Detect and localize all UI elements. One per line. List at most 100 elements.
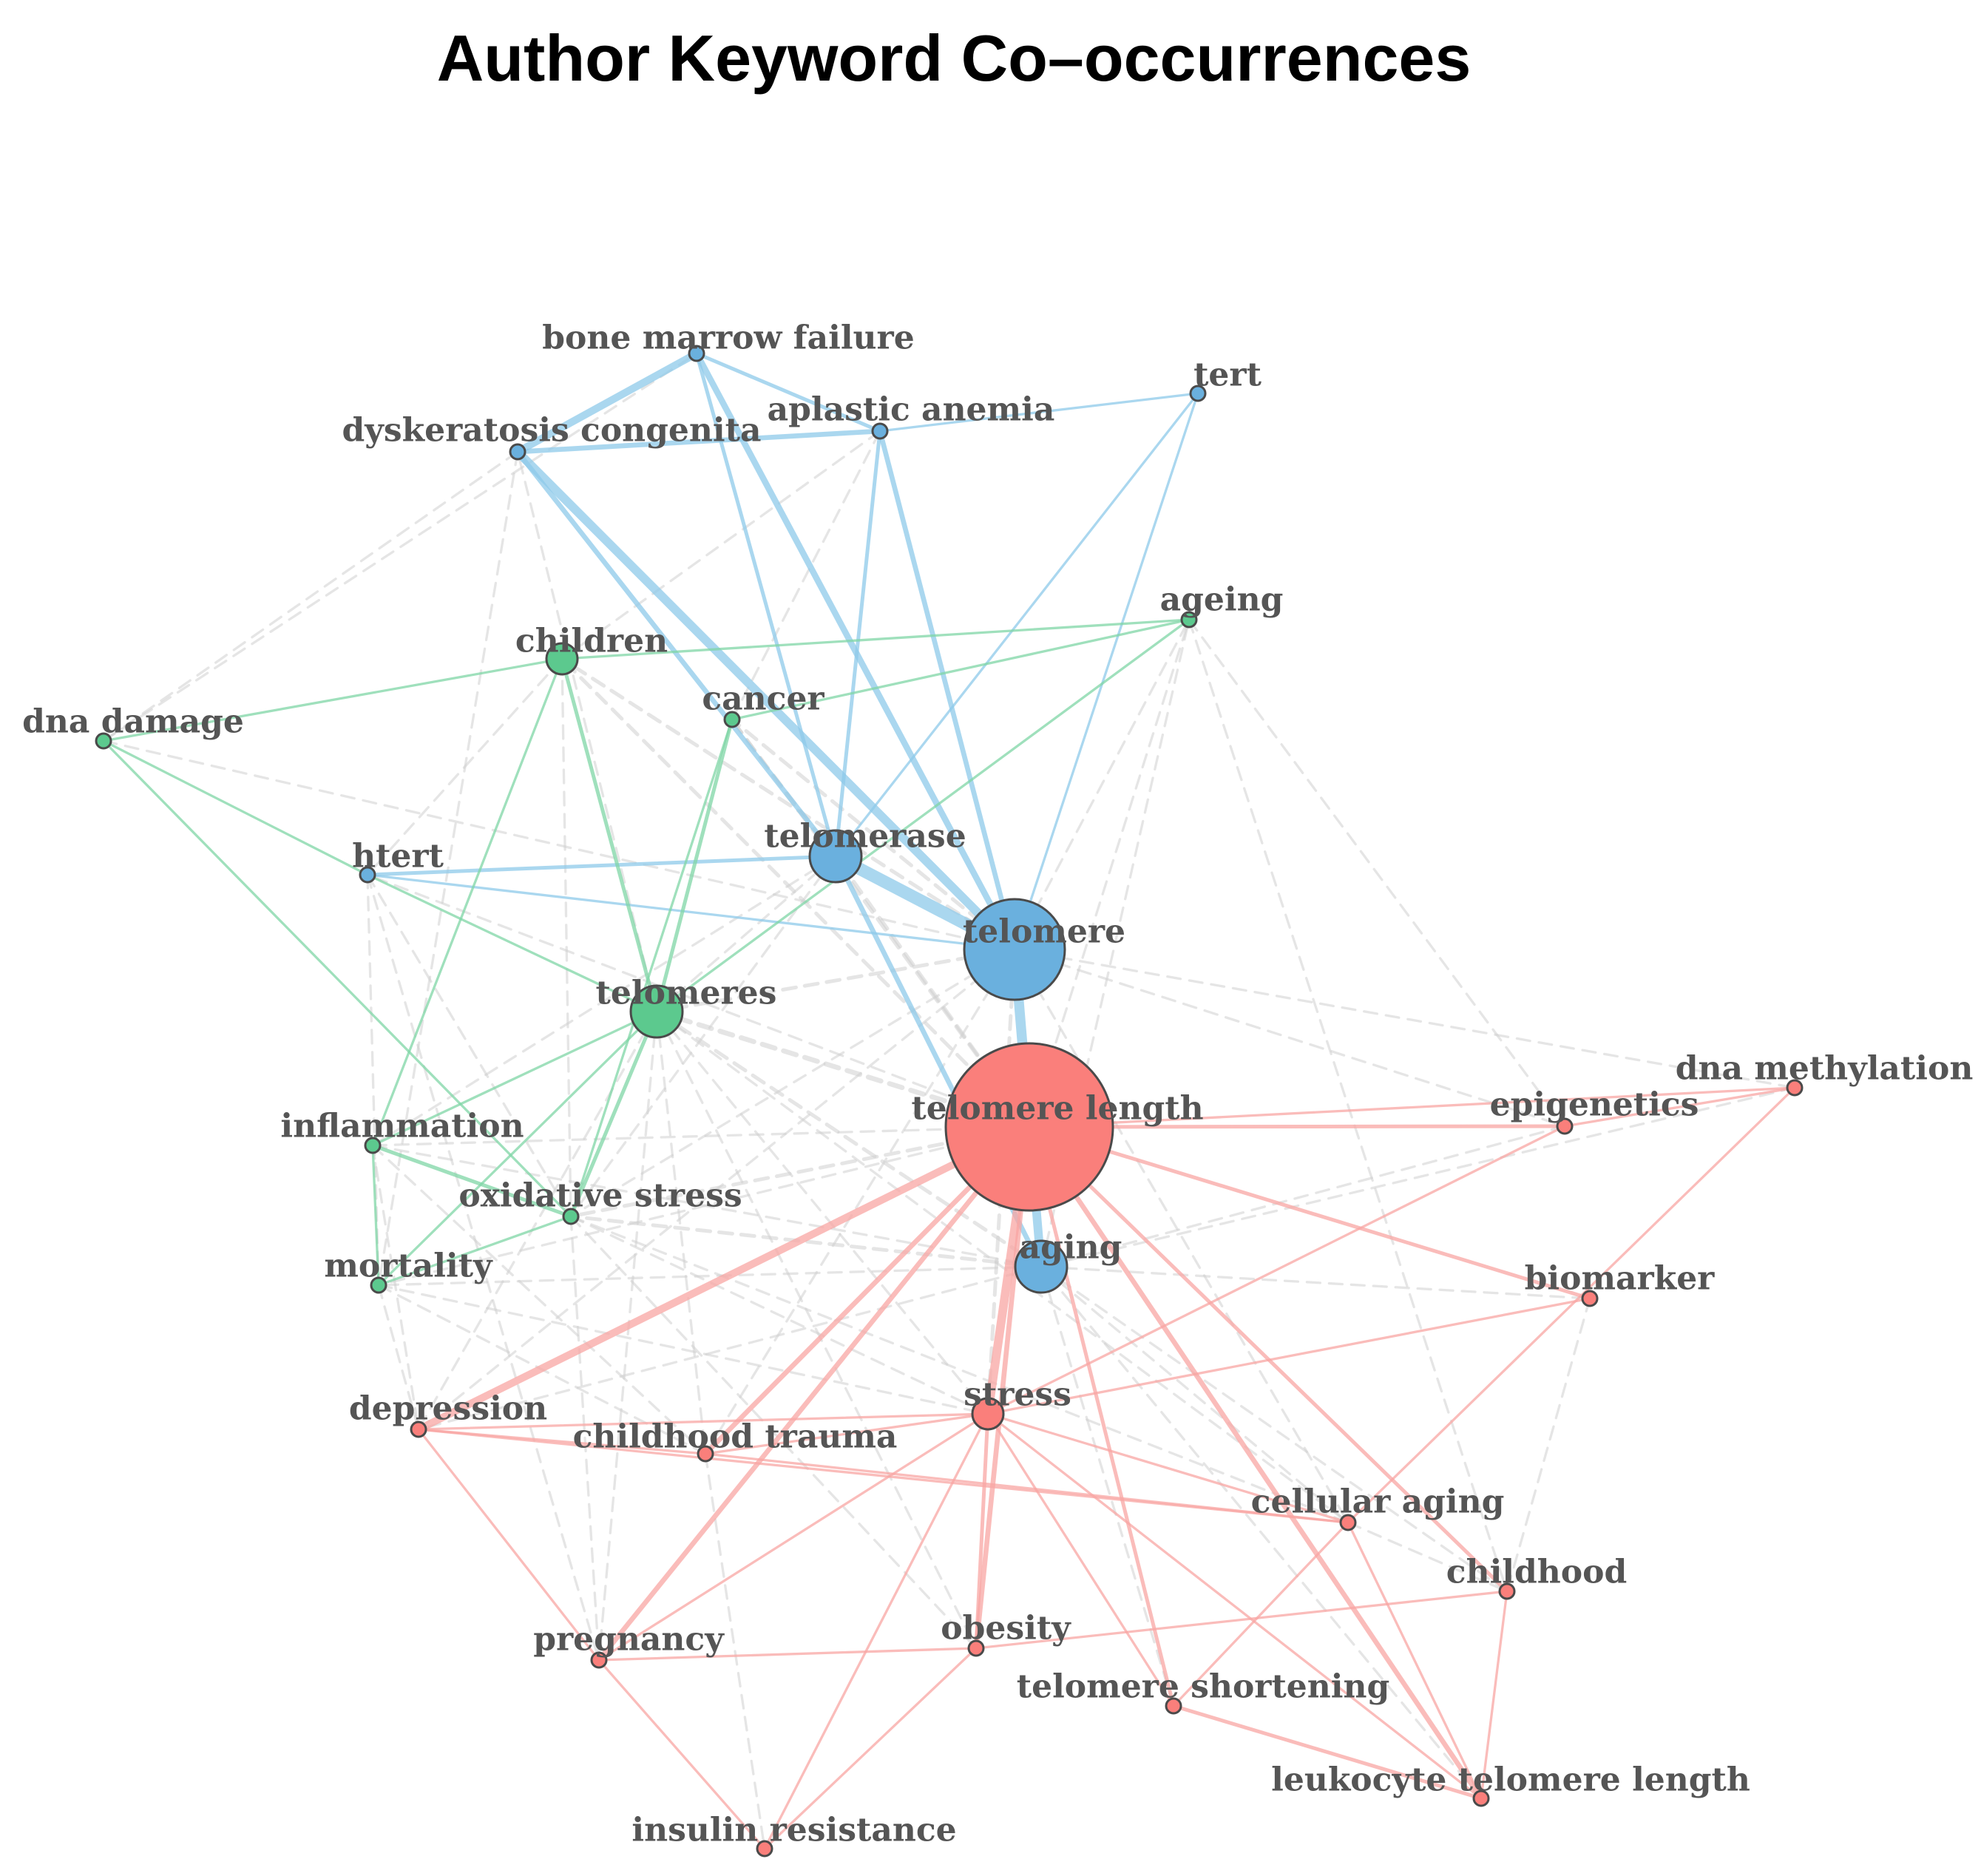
edge-stress-to-childhood-trauma: [704, 1412, 989, 1455]
edge-pregnancy-to-insulin-resistance: [597, 1659, 766, 1850]
edge-stress-to-telomere-shortening: [986, 1412, 1175, 1707]
node-label-telomerase: telomerase: [764, 818, 966, 856]
edge-epigenetics-to-dna-methylation: [1563, 1086, 1796, 1128]
edge-aplastic-anemia-to-telomerase: [833, 429, 882, 859]
edge-dyskeratosis-congenita-to-aplastic-anemia: [515, 428, 883, 455]
node-htert[interactable]: [359, 866, 376, 884]
edge-children-to-inflammation: [371, 657, 563, 1147]
node-label-bone-marrow-failure: bone marrow failure: [542, 319, 914, 357]
node-biomarker[interactable]: [1581, 1290, 1599, 1307]
edge-cancer-to-oxidative-stress: [569, 718, 734, 1218]
edge-children-to-telomeres: [560, 657, 659, 1014]
node-label-dna-damage: dna damage: [22, 703, 244, 741]
edge-oxidative-stress-to-obesity: [569, 1215, 978, 1650]
edge-telomerase-to-oxidative-stress: [569, 855, 837, 1218]
edge-inflammation-to-oxidative-stress: [370, 1143, 573, 1219]
node-dyskeratosis-congenita[interactable]: [509, 443, 526, 461]
edge-telomere-length-to-obesity: [973, 1124, 1032, 1651]
node-cellular-aging[interactable]: [1339, 1514, 1357, 1531]
edge-depression-to-pregnancy: [417, 1428, 600, 1662]
node-label-htert: htert: [352, 838, 444, 876]
edge-aplastic-anemia-to-tert: [878, 392, 1199, 433]
node-label-leukocyte-telomere-length: leukocyte telomere length: [1271, 1761, 1750, 1799]
node-label-telomeres: telomeres: [596, 975, 777, 1012]
edge-childhood-trauma-to-telomere: [704, 948, 1016, 1455]
edge-tert-to-telomerase: [834, 392, 1199, 858]
node-stress[interactable]: [971, 1397, 1005, 1431]
edge-dna-methylation-to-aging: [1040, 1086, 1796, 1268]
edge-telomere-to-cancer: [730, 717, 1017, 952]
node-inflammation[interactable]: [364, 1137, 382, 1154]
edge-telomere-length-to-children: [560, 657, 1032, 1129]
node-epigenetics[interactable]: [1556, 1117, 1574, 1135]
chart-title: Author Keyword Co–occurrences: [436, 21, 1472, 95]
edge-oxidative-stress-to-stress: [569, 1215, 989, 1415]
edge-depression-to-telomere: [417, 948, 1016, 1431]
edge-telomere-shortening-to-aging: [1040, 1265, 1175, 1707]
edge-dyskeratosis-congenita-to-telomerase: [515, 449, 839, 859]
node-label-telomere-length: telomere length: [911, 1090, 1203, 1128]
node-bone-marrow-failure[interactable]: [688, 345, 705, 362]
node-telomere-shortening[interactable]: [1165, 1697, 1182, 1715]
node-aging[interactable]: [1014, 1239, 1069, 1294]
node-aplastic-anemia[interactable]: [871, 422, 889, 440]
edge-bone-marrow-failure-to-telomerase: [694, 351, 838, 859]
node-ageing[interactable]: [1180, 611, 1198, 629]
edge-aplastic-anemia-to-cancer: [731, 430, 881, 721]
node-mortality[interactable]: [370, 1276, 387, 1294]
node-oxidative-stress[interactable]: [562, 1208, 580, 1225]
edges-layer: [102, 349, 1796, 1850]
node-childhood[interactable]: [1498, 1582, 1516, 1600]
node-label-obesity: obesity: [941, 1610, 1071, 1648]
edge-bone-marrow-failure-to-aplastic-anemia: [694, 351, 882, 433]
node-tert[interactable]: [1189, 385, 1207, 402]
edge-telomere-shortening-to-leukocyte-telomere-length: [1171, 1704, 1483, 1801]
edge-telomere-shortening-to-cellular-aging: [1172, 1521, 1350, 1707]
node-label-oxidative-stress: oxidative stress: [458, 1177, 742, 1215]
edge-childhood-to-aging: [1040, 1265, 1508, 1593]
node-telomerase[interactable]: [808, 829, 863, 884]
node-leukocyte-telomere-length[interactable]: [1472, 1789, 1490, 1807]
node-depression[interactable]: [410, 1420, 427, 1438]
edge-obesity-to-insulin-resistance: [763, 1647, 978, 1850]
edge-telomere-to-ageing: [1013, 618, 1191, 951]
edge-stress-to-leukocyte-telomere-length: [986, 1412, 1483, 1800]
edge-htert-to-pregnancy: [366, 873, 600, 1662]
edge-telomeres-to-mortality: [377, 1010, 658, 1287]
node-telomeres[interactable]: [629, 984, 684, 1039]
edge-stress-to-pregnancy: [597, 1412, 989, 1662]
edge-dna-damage-to-htert: [102, 739, 369, 876]
node-dna-damage[interactable]: [95, 732, 112, 750]
edge-telomere-length-to-ageing: [1028, 618, 1191, 1128]
node-label-insulin-resistance: insulin resistance: [631, 1812, 956, 1849]
node-insulin-resistance[interactable]: [756, 1840, 773, 1858]
edge-stress-to-obesity: [974, 1412, 990, 1650]
node-telomere-length[interactable]: [944, 1042, 1114, 1212]
edge-children-to-htert: [366, 657, 563, 876]
edge-cellular-aging-to-childhood: [1347, 1521, 1508, 1593]
edge-telomere-length-to-pregnancy: [596, 1124, 1032, 1663]
node-label-depression: depression: [349, 1390, 547, 1428]
edge-inflammation-to-depression: [371, 1144, 420, 1431]
node-telomere[interactable]: [963, 898, 1066, 1001]
edge-telomerase-to-htert: [365, 854, 838, 877]
edge-childhood-to-leukocyte-telomere-length: [1480, 1590, 1508, 1800]
edge-htert-to-oxidative-stress: [366, 873, 572, 1218]
node-dna-methylation[interactable]: [1786, 1079, 1804, 1097]
node-pregnancy[interactable]: [590, 1651, 608, 1669]
node-label-children: children: [515, 623, 668, 660]
edge-aging-to-telomeres: [654, 1009, 1043, 1269]
edge-pregnancy-to-obesity: [597, 1647, 978, 1662]
edge-telomere-to-children: [560, 657, 1017, 952]
edge-inflammation-to-mortality: [371, 1144, 380, 1287]
edge-childhood-trauma-to-cellular-aging: [704, 1452, 1350, 1524]
edge-telomeres-to-depression: [417, 1010, 658, 1431]
node-obesity[interactable]: [967, 1639, 985, 1657]
edge-dyskeratosis-congenita-to-bone-marrow-failure: [513, 349, 701, 456]
node-children[interactable]: [545, 642, 579, 676]
node-childhood-trauma[interactable]: [697, 1445, 714, 1463]
node-label-biomarker: biomarker: [1525, 1260, 1716, 1298]
edge-epigenetics-to-stress: [986, 1125, 1566, 1415]
node-cancer[interactable]: [723, 711, 741, 728]
